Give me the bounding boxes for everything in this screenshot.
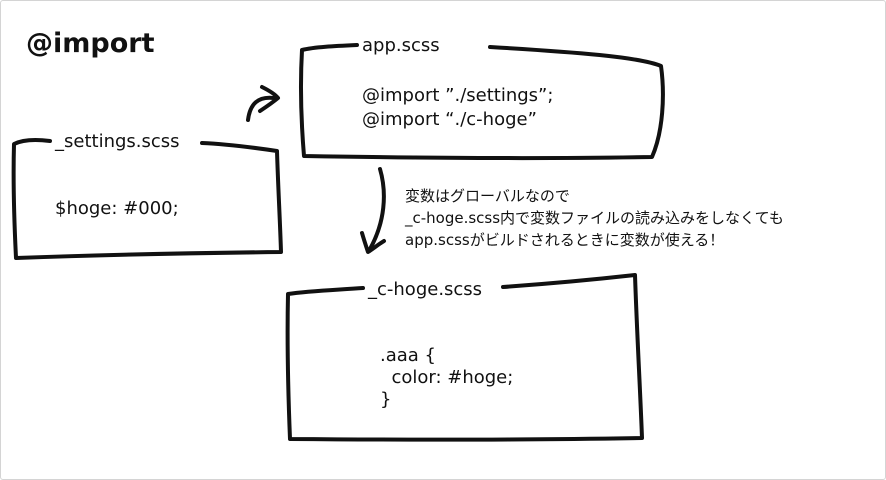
settings-box-outline [11,138,283,260]
arrow-head-app [258,85,280,113]
c-hoge-code-line: color: #hoge; [380,367,514,388]
arrow-app-to-hoge [368,167,386,251]
arrow-settings-to-app [246,95,276,122]
arrow-head-hoge [360,231,386,254]
note-line: app.scssがビルドされるときに変数が使える！ [405,231,725,249]
settings-file-name: _settings.scss [55,131,180,152]
note-line: 変数はグローバルなので [405,187,570,205]
app-import-settings: @import ”./settings”; [362,85,554,106]
c-hoge-code-line: } [380,389,392,410]
app-file-name: app.scss [362,35,440,56]
c-hoge-code-line: .aaa { [380,345,436,366]
app-import-c-hoge: @import “./c-hoge” [362,109,537,130]
settings-code-line: $hoge: #000; [55,198,179,219]
app-box-outline [298,43,665,161]
note-line: _c-hoge.scss内で変数ファイルの読み込みをしなくても [405,209,784,227]
c-hoge-file-name: _c-hoge.scss [368,279,483,300]
diagram-title: @import [26,28,155,59]
hoge-box-outline [285,273,644,442]
